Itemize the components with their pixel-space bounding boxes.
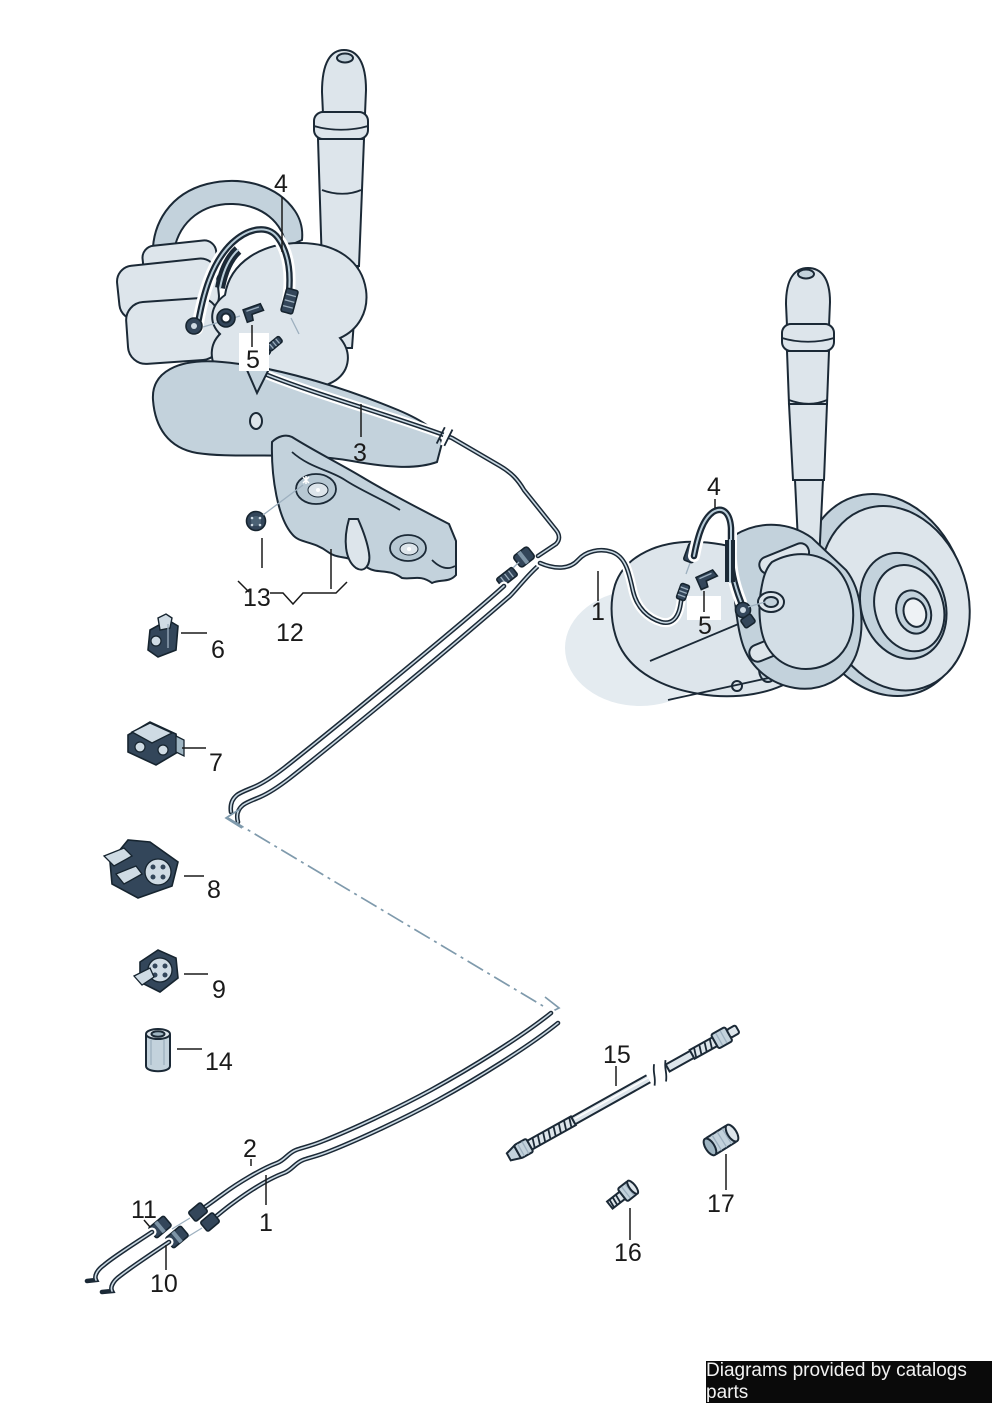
callout-3: 3 [353,439,367,467]
callout-1-right: 1 [591,598,605,626]
brake-pipe-3 [245,357,564,561]
callout-11: 11 [131,1196,157,1224]
callout-5-left: 5 [246,346,260,374]
hose-15 [500,1020,746,1166]
callout-leaders [143,197,727,1270]
callout-6: 6 [211,636,225,664]
twin-brake-pipes-upper [226,562,542,827]
spacer-sleeve-14 [145,1028,171,1073]
callout-15: 15 [603,1041,631,1069]
footer-credit-text: Diagrams provided by catalogs parts [706,1360,967,1403]
clip-6 [147,613,179,658]
callout-numbers: 4 5 3 13 12 6 7 8 9 14 4 1 5 2 1 11 10 1… [131,170,735,1298]
callout-2: 2 [243,1135,257,1163]
callout-4-right: 4 [707,473,721,501]
twin-brake-pipes-lower [171,1008,563,1240]
right-strut [781,266,835,563]
callout-16: 16 [614,1239,642,1267]
callout-12: 12 [276,619,304,647]
left-trailing-arm [151,360,444,468]
callout-1-bottom: 1 [259,1209,273,1237]
left-backing-plate [151,179,304,266]
right-hose-clip [694,568,719,591]
clip-7 [127,721,185,766]
hose-end-fitting [280,287,299,315]
nut-17 [702,1123,740,1157]
brake-pipe-1-right [535,545,691,628]
callout-13: 13 [243,584,271,612]
right-brake-hose [682,503,766,629]
callout-5-right: 5 [698,612,712,640]
left-hose-clip [242,302,265,324]
callout-4-left: 4 [274,170,288,198]
left-brake-hose [185,223,300,335]
continuation-dash-line [224,808,561,1017]
heat-shield [270,434,457,585]
callout-14: 14 [205,1048,233,1076]
callout-9: 9 [212,976,226,1004]
callout-8: 8 [207,876,221,904]
pipe-break-mark [435,426,454,447]
shield-fastener [245,484,304,532]
callout-7: 7 [209,749,223,777]
footer-credit-bar: Diagrams provided by catalogs parts [706,1360,992,1403]
pipe-tails [84,1227,174,1296]
callout-10: 10 [150,1270,178,1298]
bracket-8 [102,839,179,899]
callout-17: 17 [707,1190,735,1218]
pipe-coil-fitting [496,566,518,588]
grommet-9 [132,949,179,993]
bolt-16 [605,1179,640,1211]
left-washer [216,308,236,328]
right-caliper [732,523,863,690]
